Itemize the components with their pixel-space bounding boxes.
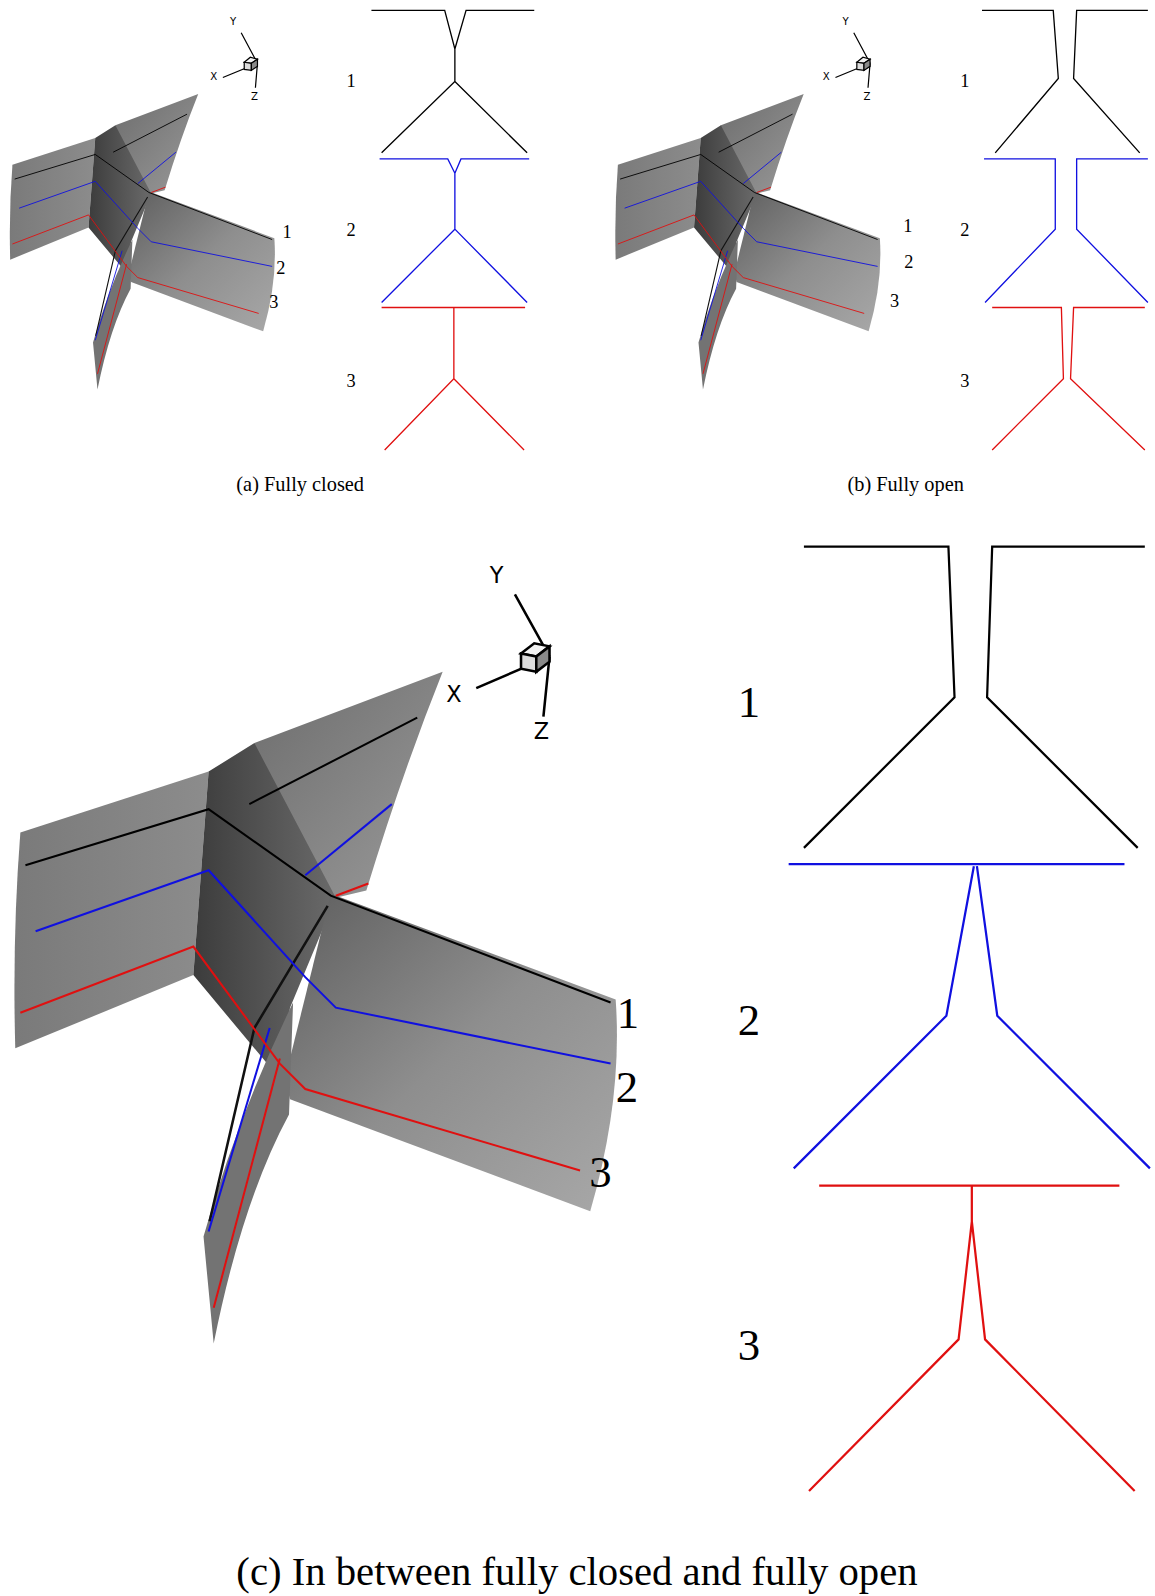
axis-triad xyxy=(223,33,258,88)
subfigure-caption: (a) Fully closed xyxy=(236,474,364,494)
subfigure-caption: (b) Fully open xyxy=(847,474,963,494)
section-profile xyxy=(992,308,1145,450)
callout-number: 2 xyxy=(904,252,913,270)
section-number: 3 xyxy=(347,371,356,389)
valve-3d-a xyxy=(10,94,275,390)
axis-label: Y xyxy=(490,564,504,586)
callout-number: 2 xyxy=(616,1064,638,1109)
callout-number: 3 xyxy=(890,292,899,310)
section-number: 3 xyxy=(738,1323,760,1368)
axis-triad xyxy=(864,59,870,70)
section-profile xyxy=(371,10,534,152)
callout-number: 3 xyxy=(589,1150,611,1195)
axis-label: Y xyxy=(230,17,236,27)
axis-label: X xyxy=(823,72,830,82)
callout-number: 1 xyxy=(282,223,291,241)
axis-triad xyxy=(244,62,251,70)
axis-label: Z xyxy=(251,92,258,102)
axis-triad xyxy=(251,59,257,70)
section-profile xyxy=(984,159,1148,302)
callout-number: 1 xyxy=(903,217,912,235)
subfigure-caption: (c) In between fully closed and fully op… xyxy=(236,1552,917,1593)
callout-number: 3 xyxy=(269,293,278,311)
section-profile xyxy=(382,308,525,450)
valve-3d-b xyxy=(615,94,880,390)
axis-label: Z xyxy=(864,92,871,102)
section-number: 1 xyxy=(347,72,356,90)
axis-triad xyxy=(835,33,870,88)
axis-triad xyxy=(536,646,549,671)
section-number: 2 xyxy=(347,221,356,239)
callout-number: 1 xyxy=(617,990,639,1035)
axis-label: X xyxy=(446,683,461,705)
axis-label: Y xyxy=(843,17,849,27)
axis-triad xyxy=(223,33,258,88)
section-profile xyxy=(809,1186,1135,1491)
section-number: 2 xyxy=(960,221,969,239)
section-number: 2 xyxy=(738,997,760,1042)
axis-triad xyxy=(835,33,870,88)
axis-triad xyxy=(476,594,549,716)
section-profile xyxy=(789,864,1150,1168)
section-number: 3 xyxy=(960,371,969,389)
callout-number: 2 xyxy=(276,258,285,276)
valve-3d-c xyxy=(14,672,617,1344)
axis-triad xyxy=(521,653,536,671)
section-profile xyxy=(789,547,1150,1491)
section-number: 1 xyxy=(960,72,969,90)
section-number: 1 xyxy=(738,680,760,725)
section-profile xyxy=(982,10,1148,450)
axis-triad xyxy=(476,594,549,716)
section-profile xyxy=(380,159,530,302)
axis-triad xyxy=(857,62,864,70)
section-profile xyxy=(982,10,1148,152)
axis-label: Z xyxy=(534,719,549,741)
axis-label: X xyxy=(210,72,217,82)
section-profile xyxy=(804,547,1145,848)
section-profile xyxy=(371,10,534,450)
